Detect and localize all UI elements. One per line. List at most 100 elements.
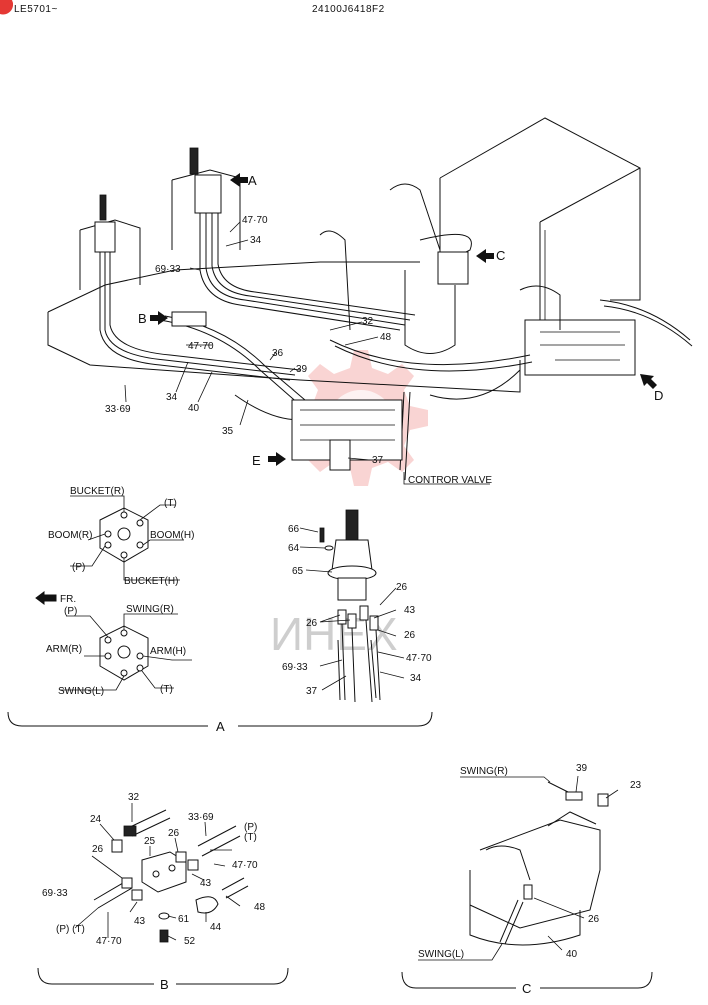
fitting-right-1: [359, 605, 369, 621]
view-arrow-a-label: A: [248, 173, 257, 188]
section-c-line: [401, 971, 653, 989]
callout-26-left-b: 26: [92, 844, 104, 855]
washer-64: [324, 545, 334, 551]
fitting-26-top: [175, 851, 187, 863]
hose-right-4: [217, 213, 416, 316]
serial-number: LE5701~: [14, 4, 58, 15]
label-arm-r: ARM(R): [46, 644, 82, 655]
callout-48-b: 48: [254, 902, 266, 913]
callout-26-a: 26: [396, 582, 408, 593]
label-boom-h: BOOM(H): [150, 530, 194, 541]
label-p-b: (P): [244, 822, 257, 833]
callout-26-c: 26: [306, 618, 318, 629]
label-boom-r: BOOM(R): [48, 530, 92, 541]
elbow-44: [195, 896, 219, 914]
swivel-joint-c: [437, 251, 469, 285]
callout-64: 64: [288, 543, 300, 554]
control-valve-fitting: [329, 439, 351, 471]
hose-block-1: [159, 319, 301, 406]
fitting-23: [597, 793, 609, 807]
swing-motor-block: [524, 319, 636, 376]
callout-26-c: 26: [588, 914, 600, 925]
port-p-2: [104, 636, 112, 644]
label-swing-r: SWING(R): [126, 604, 174, 615]
hose-to-swing-1: [329, 339, 531, 366]
label-pt-b: (P) (T): [56, 924, 85, 935]
label-t-2: (T): [160, 684, 173, 695]
callout-24: 24: [90, 814, 102, 825]
main-assembly: A B C D E 47·70 34 69·33 32 48 47·70 36 …: [47, 117, 693, 486]
tank-outline: [439, 117, 641, 330]
view-arrow-b-icon: [150, 311, 168, 325]
hose-48: [221, 877, 249, 899]
section-b-line: [37, 967, 289, 985]
hose-swing-d: [519, 285, 561, 330]
hose-left-1: [99, 252, 291, 381]
callout-40-c: 40: [566, 949, 578, 960]
port-swing-l: [120, 669, 128, 677]
section-b-bracket: B: [37, 967, 289, 992]
hose-33-69: [197, 825, 241, 857]
hose-right-3: [211, 213, 411, 321]
port-arm-r: [104, 652, 112, 660]
hose-left-3: [109, 252, 301, 371]
detail-c-swing-motor: SWING(R) 39 23 26 SWING(L) 40: [418, 763, 642, 961]
front-arrow-icon: [35, 591, 57, 605]
hose-right-2: [205, 213, 406, 326]
callout-37-a: 37: [306, 686, 318, 697]
detail-c-leaders: [418, 775, 619, 961]
port-swing-r: [120, 629, 128, 637]
bolt-66: [319, 527, 325, 543]
label-p-1: (P): [72, 562, 85, 573]
pilot-valve-left: [94, 194, 116, 253]
fitting-26-left: [121, 877, 133, 889]
view-arrow-b-label: B: [138, 311, 147, 326]
section-c-label: C: [522, 981, 531, 996]
callout-34-a: 34: [410, 673, 422, 684]
label-arm-h: ARM(H): [150, 646, 186, 657]
fitting-left-2: [347, 613, 357, 629]
detail-b-leaders: [74, 803, 241, 941]
callout-32-b: 32: [128, 792, 140, 803]
callout-65: 65: [292, 566, 304, 577]
swing-motor-top: [547, 811, 597, 827]
brand-corner-icon: [0, 0, 14, 15]
callout-69-33-b: 69·33: [42, 888, 68, 899]
label-p-2: (P): [64, 606, 77, 617]
callout-52: 52: [184, 936, 196, 947]
lever-right-body: [194, 174, 222, 214]
view-arrow-e-label: E: [252, 453, 261, 468]
port-2-leaders: [60, 613, 192, 691]
hose-swivel-1: [419, 233, 472, 261]
section-a-bracket: A: [7, 711, 433, 734]
hose-40-c: [499, 899, 524, 945]
view-arrow-e-icon: [268, 452, 286, 466]
fittings-26: [337, 605, 379, 631]
lever-left-grip: [99, 194, 107, 221]
fitting-right-2: [369, 615, 379, 631]
section-a-line: [7, 711, 433, 727]
view-arrow-a-icon: [230, 173, 248, 187]
port-diagram-bucket-boom: BUCKET(R) (T) BOOM(R) BOOM(H) (P) BUCKET…: [48, 486, 194, 587]
fitting-24: [111, 839, 123, 853]
callout-61: 61: [178, 914, 190, 925]
port-arm-h: [136, 652, 144, 660]
swivel-cylinder: [404, 270, 456, 354]
hose-swing-top-2: [603, 305, 693, 347]
callout-47-70-r: 47·70: [232, 860, 258, 871]
junction-block-b: [171, 311, 207, 327]
view-arrow-c-icon: [476, 249, 494, 263]
callout-26-top-b: 26: [168, 828, 180, 839]
hose-swing-top: [599, 299, 691, 341]
control-valve-label: CONTROR VALVE: [408, 475, 492, 486]
callout-36: 36: [272, 348, 284, 359]
fitting-43-r: [187, 859, 199, 871]
port-t-2: [136, 664, 144, 672]
callout-44: 44: [210, 922, 222, 933]
callout-25: 25: [144, 836, 156, 847]
callout-23: 23: [630, 780, 642, 791]
hose-swing-r: [429, 369, 521, 400]
swing-motor-outline: [469, 819, 601, 929]
frame-plate-top: [47, 261, 420, 313]
